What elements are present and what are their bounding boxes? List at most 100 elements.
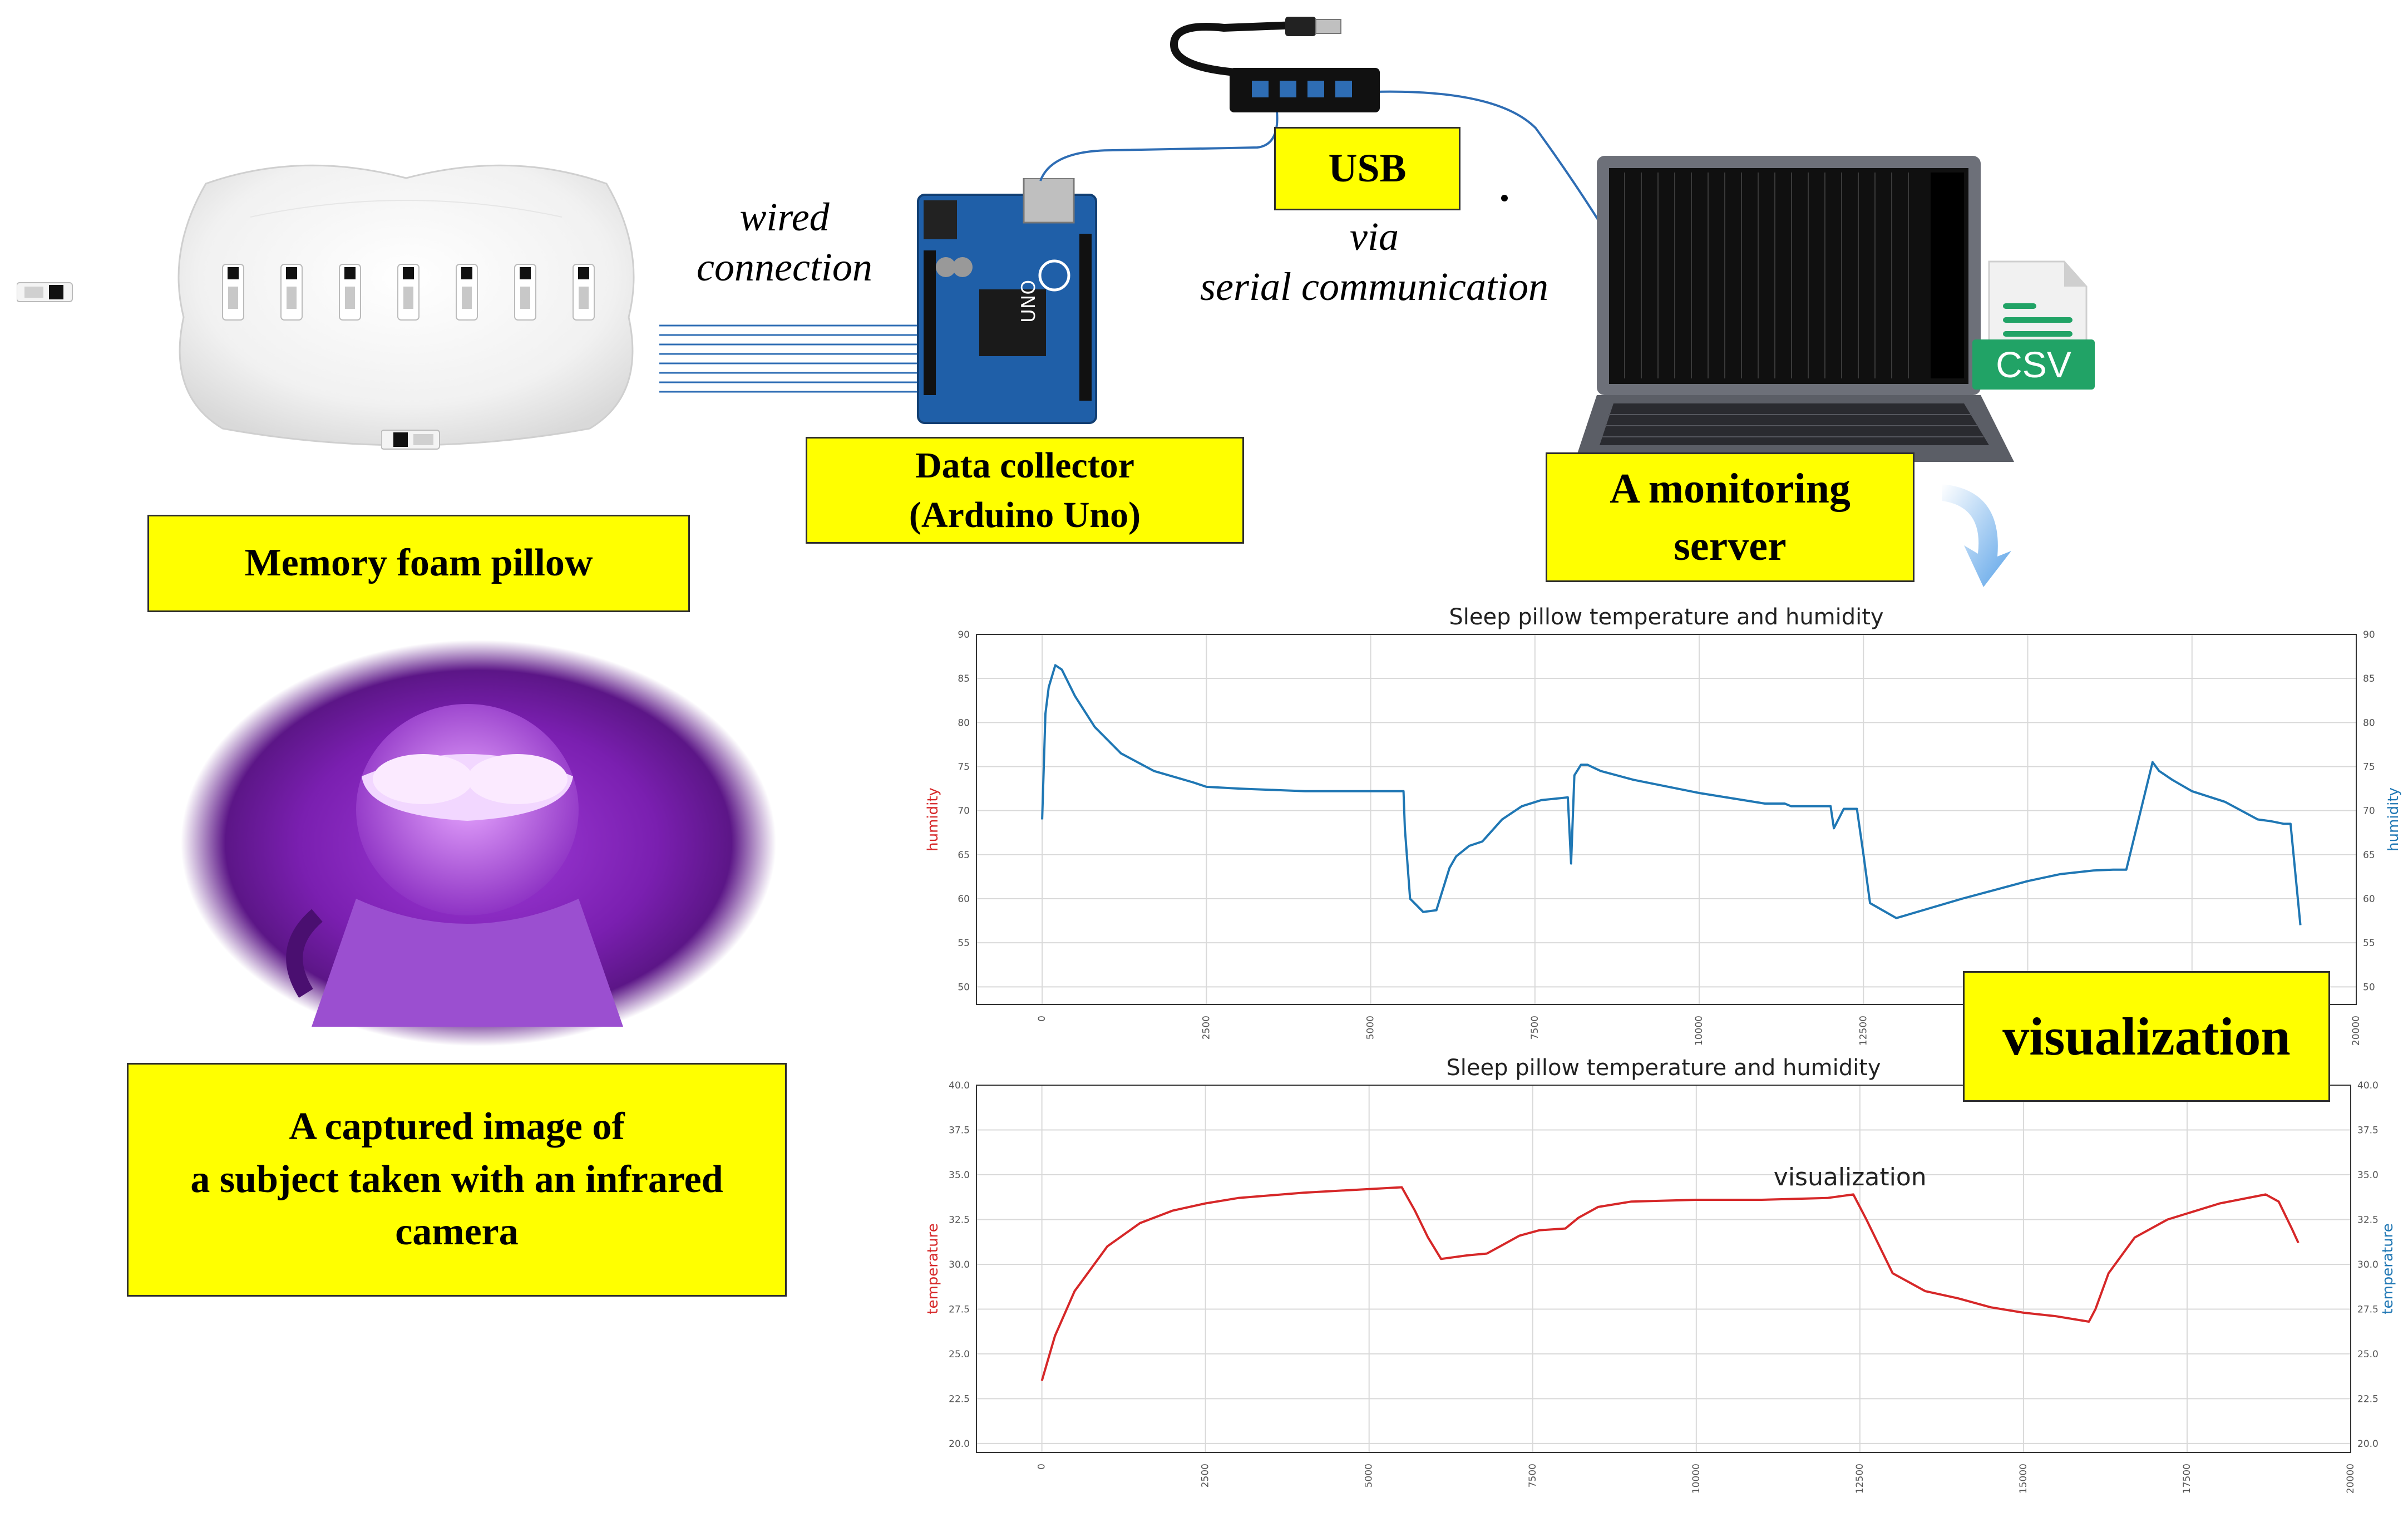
humidity-chart: Sleep pillow temperature and humidity 0 25… bbox=[912, 604, 2408, 1074]
via-line2: serial communication bbox=[1200, 264, 1548, 309]
y-tick-label-left: 80 bbox=[958, 717, 970, 728]
y-tick-label-right: 85 bbox=[2363, 673, 2375, 684]
x-tick-label: 15000 bbox=[2018, 1464, 2029, 1494]
wired-lines bbox=[659, 323, 921, 401]
visualization-label-text: visualization bbox=[2002, 1006, 2291, 1066]
x-tick-label: 10000 bbox=[1694, 1016, 1705, 1046]
y-tick-label-left: 37.5 bbox=[949, 1125, 970, 1136]
curved-arrow-icon bbox=[1931, 479, 2014, 590]
plot-frame bbox=[976, 634, 2357, 1005]
pillow-label-text: Memory foam pillow bbox=[244, 541, 593, 585]
pillow-illustration bbox=[167, 150, 645, 462]
x-tick-label: 5000 bbox=[1364, 1464, 1375, 1487]
sensor-module-icon bbox=[16, 278, 75, 306]
y-tick-label-right: 35.0 bbox=[2357, 1170, 2379, 1181]
y-tick-label-right: 30.0 bbox=[2357, 1259, 2379, 1270]
y-tick-label-right: 90 bbox=[2363, 629, 2375, 641]
csv-file-icon bbox=[1967, 256, 2100, 395]
collector-line1: Data collector bbox=[915, 445, 1134, 486]
y-tick-label-right: 75 bbox=[2363, 762, 2375, 773]
y-axis-label-left: temperature bbox=[925, 1223, 941, 1314]
dot-mark bbox=[1501, 195, 1508, 201]
y-tick-label-left: 32.5 bbox=[949, 1214, 970, 1225]
y-axis-label-left: humidity bbox=[925, 787, 941, 851]
y-tick-label-left: 20.0 bbox=[949, 1439, 970, 1450]
pillow-label: Memory foam pillow bbox=[147, 515, 690, 612]
collector-line2: (Arduino Uno) bbox=[909, 495, 1141, 535]
monitoring-server-label: A monitoring server bbox=[1546, 452, 1914, 582]
y-tick-label-right: 80 bbox=[2363, 717, 2375, 728]
visualization-label: visualization bbox=[1963, 971, 2330, 1102]
ir-caption-line2: a subject taken with an infrared bbox=[190, 1157, 723, 1201]
infrared-photo bbox=[178, 637, 779, 1049]
server-line2: server bbox=[1674, 522, 1787, 569]
x-tick-label: 2500 bbox=[1201, 1016, 1212, 1040]
server-line1: A monitoring bbox=[1610, 465, 1851, 512]
series-line bbox=[1040, 1186, 2300, 1381]
x-tick-label: 10000 bbox=[1691, 1464, 1702, 1494]
y-tick-label-left: 65 bbox=[958, 850, 970, 861]
y-tick-label-left: 70 bbox=[958, 806, 970, 817]
x-tick-label: 0 bbox=[1037, 1016, 1048, 1022]
y-tick-label-left: 50 bbox=[958, 982, 970, 993]
serial-communication-note: via serial communication bbox=[1180, 211, 1569, 312]
x-tick-label: 5000 bbox=[1365, 1016, 1376, 1040]
y-tick-label-left: 27.5 bbox=[949, 1304, 970, 1315]
chart-title: Sleep pillow temperature and humidity bbox=[1449, 604, 1883, 630]
y-tick-label-right: 55 bbox=[2363, 938, 2375, 949]
x-tick-label: 17500 bbox=[2182, 1464, 2193, 1494]
csv-badge-label: CSV bbox=[1996, 344, 2071, 385]
usb-label-text: USB bbox=[1328, 146, 1407, 191]
wired-line1: wired bbox=[739, 195, 830, 239]
y-tick-label-left: 25.0 bbox=[949, 1349, 970, 1360]
y-tick-label-right: 70 bbox=[2363, 806, 2375, 817]
data-collector-label: Data collector (Arduino Uno) bbox=[806, 437, 1244, 544]
x-tick-label: 12500 bbox=[1858, 1016, 1869, 1046]
y-tick-label-left: 75 bbox=[958, 762, 970, 773]
y-tick-label-right: 40.0 bbox=[2357, 1080, 2379, 1091]
x-tick-label: 0 bbox=[1037, 1464, 1048, 1470]
arduino-uno-board: UNO bbox=[912, 177, 1102, 428]
y-tick-label-right: 50 bbox=[2363, 982, 2375, 993]
ir-caption-line1: A captured image of bbox=[289, 1105, 625, 1149]
wired-connection-note: wired connection bbox=[665, 192, 904, 292]
y-tick-label-left: 40.0 bbox=[949, 1080, 970, 1091]
y-tick-label-left: 35.0 bbox=[949, 1170, 970, 1181]
y-tick-label-left: 30.0 bbox=[949, 1259, 970, 1270]
x-tick-label: 20000 bbox=[2345, 1464, 2356, 1494]
sensor-module-icon bbox=[381, 426, 442, 454]
wired-line2: connection bbox=[697, 245, 872, 289]
y-tick-label-left: 90 bbox=[958, 629, 970, 641]
x-tick-label: 7500 bbox=[1527, 1464, 1538, 1487]
y-tick-label-left: 85 bbox=[958, 673, 970, 684]
y-tick-label-left: 60 bbox=[958, 894, 970, 905]
usb-hub-icon bbox=[1230, 61, 1385, 122]
y-tick-label-right: 32.5 bbox=[2357, 1214, 2379, 1225]
x-tick-label: 12500 bbox=[1854, 1464, 1866, 1494]
x-tick-label: 20000 bbox=[2351, 1016, 2362, 1046]
x-tick-label: 2500 bbox=[1200, 1464, 1211, 1487]
y-tick-label-left: 22.5 bbox=[949, 1393, 970, 1405]
via-line1: via bbox=[1350, 214, 1399, 259]
usb-label: USB bbox=[1274, 127, 1460, 210]
svg-text:UNO: UNO bbox=[1018, 280, 1040, 323]
y-axis-label-right: temperature bbox=[2380, 1223, 2396, 1314]
laptop-icon bbox=[1575, 150, 2020, 467]
y-tick-label-right: 20.0 bbox=[2357, 1439, 2379, 1450]
usb-plug-icon bbox=[1285, 11, 1346, 42]
infrared-caption: A captured image of a subject taken with… bbox=[127, 1063, 787, 1297]
chart-annotation: visualization bbox=[1774, 1163, 1927, 1191]
x-tick-label: 7500 bbox=[1529, 1016, 1541, 1040]
y-tick-label-right: 60 bbox=[2363, 894, 2375, 905]
temperature-chart: Sleep pillow temperature and humidity 0 25… bbox=[912, 1055, 2408, 1524]
y-tick-label-right: 65 bbox=[2363, 850, 2375, 861]
y-axis-label-right: humidity bbox=[2385, 787, 2402, 851]
plot-frame bbox=[976, 1085, 2351, 1453]
ir-caption-line3: camera bbox=[395, 1210, 519, 1254]
y-tick-label-right: 27.5 bbox=[2357, 1304, 2379, 1315]
y-tick-label-right: 37.5 bbox=[2357, 1125, 2379, 1136]
y-tick-label-left: 55 bbox=[958, 938, 970, 949]
y-tick-label-right: 25.0 bbox=[2357, 1349, 2379, 1360]
series-line bbox=[1041, 664, 2302, 925]
chart-title: Sleep pillow temperature and humidity bbox=[1446, 1055, 1881, 1081]
